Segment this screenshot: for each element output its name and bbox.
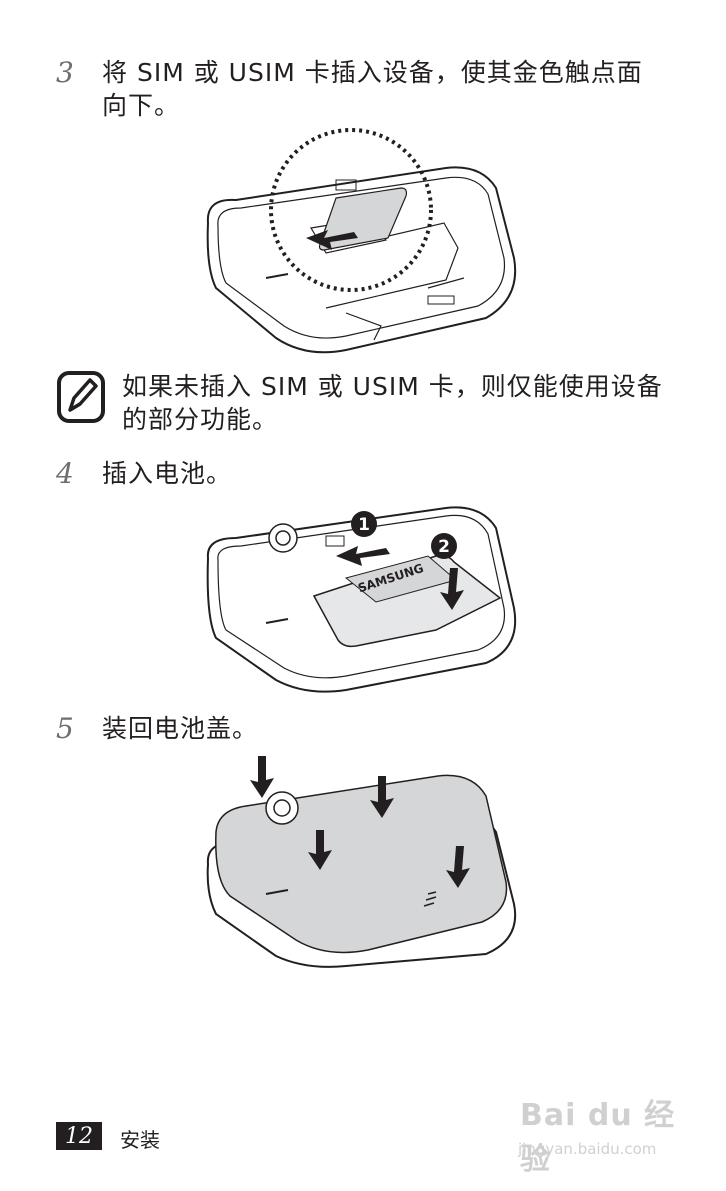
- step-text: 将 SIM 或 USIM 卡插入设备，使其金色触点面向下。: [102, 58, 643, 120]
- step-5: 5 装回电池盖。: [56, 712, 258, 746]
- step-text: 插入电池。: [102, 459, 233, 488]
- badge-2: 2: [438, 537, 450, 557]
- step-4: 4 插入电池。: [56, 457, 232, 491]
- watermark-url: jingyan.baidu.com: [518, 1140, 657, 1158]
- note-pencil-icon: [57, 371, 105, 423]
- step-number: 3: [56, 56, 74, 89]
- note-box: 如果未插入 SIM 或 USIM 卡，则仅能使用设备的部分功能。: [56, 370, 682, 436]
- watermark-brand: Bai du 经验: [520, 1098, 676, 1177]
- step-text: 装回电池盖。: [102, 714, 259, 743]
- badge-1: 1: [358, 515, 370, 535]
- sim-insert-illustration: [206, 128, 517, 354]
- step-3: 3 将 SIM 或 USIM 卡插入设备，使其金色触点面向下。: [56, 56, 662, 122]
- note-text: 如果未插入 SIM 或 USIM 卡，则仅能使用设备的部分功能。: [122, 372, 663, 434]
- section-title: 安装: [120, 1128, 160, 1152]
- battery-insert-illustration: SAMSUNG 1 2: [206, 506, 517, 693]
- page-number: 12: [56, 1122, 102, 1150]
- step-number: 5: [56, 712, 74, 745]
- watermark: Bai du 经验 jingyan.baidu.com: [514, 1080, 684, 1177]
- battery-cover-illustration: [206, 756, 517, 968]
- step-number: 4: [56, 457, 74, 490]
